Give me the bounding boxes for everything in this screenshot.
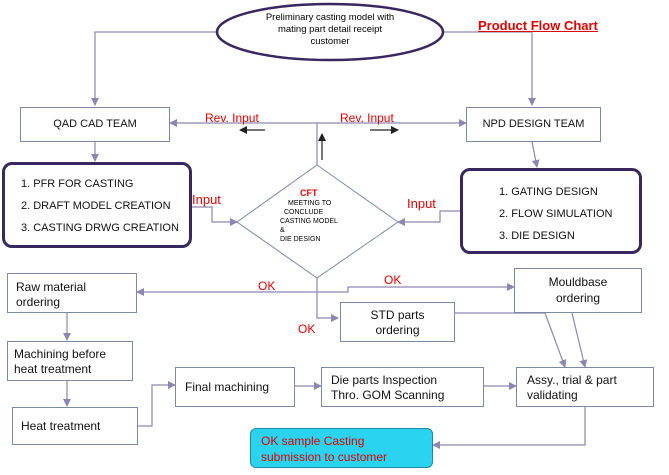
- qad-cad-team-label: QAD CAD TEAM: [53, 118, 137, 130]
- npd-tasks-box: 1. GATING DESIGN 2. FLOW SIMULATION 3. D…: [460, 168, 642, 254]
- cft-diamond-shape: [236, 164, 399, 279]
- connector-assy-to-ok-sample: [432, 406, 586, 449]
- connector-npd-to-tasks: [531, 141, 540, 168]
- machining-before-heat-treatment-box: Machining before heat treatment: [7, 341, 133, 381]
- connector-cft-down: [316, 278, 339, 322]
- npd-tasks-list: 1. GATING DESIGN 2. FLOW SIMULATION 3. D…: [499, 181, 639, 247]
- start-node-text: Preliminary casting model with mating pa…: [265, 12, 395, 47]
- npd-task-item: 3. DIE DESIGN: [499, 230, 575, 242]
- rev-input-left-label: Rev. Input: [205, 111, 259, 125]
- npd-task-item: 1. GATING DESIGN: [499, 186, 598, 198]
- connector-npd-tasks-to-cft: [397, 210, 460, 226]
- input-left-label: Input: [192, 192, 221, 207]
- connector-to-mouldbase: [317, 283, 515, 293]
- mouldbase-ordering-box: Mouldbase ordering: [514, 268, 642, 313]
- npd-design-team-label: NPD DESIGN TEAM: [482, 118, 585, 130]
- die-parts-inspection-box: Die parts Inspection Thro. GOM Scanning: [321, 367, 484, 407]
- connector-mouldbase-to-assy: [571, 312, 588, 368]
- qad-tasks-box: 1. PFR FOR CASTING 2. DRAFT MODEL CREATI…: [2, 162, 192, 248]
- qad-task-item: 1. PFR FOR CASTING: [21, 178, 134, 190]
- npd-design-team-box: NPD DESIGN TEAM: [466, 107, 601, 142]
- final-machining-box: Final machining: [175, 367, 295, 407]
- connector-heat-to-final: [138, 381, 176, 427]
- rev-input-right-label: Rev. Input: [340, 111, 394, 125]
- npd-task-item: 2. FLOW SIMULATION: [499, 208, 613, 220]
- qad-tasks-list: 1. PFR FOR CASTING 2. DRAFT MODEL CREATI…: [21, 173, 189, 239]
- connector-start-to-npd: [440, 31, 536, 106]
- qad-task-item: 3. CASTING DRWG CREATION: [21, 222, 179, 234]
- assy-trial-validating-box: Assy., trial & part validating: [516, 367, 654, 407]
- input-right-label: Input: [407, 196, 436, 211]
- ok-left-label: OK: [258, 279, 276, 293]
- connector-std-to-assy: [455, 312, 567, 368]
- connector-start-to-qad: [91, 31, 220, 106]
- start-node-shape: [215, 2, 445, 62]
- connector-qad-tasks-to-cft: [190, 206, 238, 226]
- raw-material-ordering-box: Raw material ordering: [7, 273, 137, 313]
- cft-text: CFT MEETING TO CONCLUDE CASTING MODEL & …: [280, 188, 354, 244]
- chart-title: Product Flow Chart: [478, 18, 598, 33]
- cft-title: CFT: [300, 188, 318, 198]
- qad-cad-team-box: QAD CAD TEAM: [20, 107, 170, 142]
- std-parts-ordering-box: STD parts ordering: [340, 302, 455, 342]
- ok-down-label: OK: [298, 322, 316, 336]
- qad-task-item: 2. DRAFT MODEL CREATION: [21, 200, 171, 212]
- ok-right-label: OK: [384, 273, 402, 287]
- heat-treatment-box: Heat treatment: [12, 407, 138, 445]
- ok-sample-submission-box: OK sample Casting submission to customer: [250, 428, 433, 468]
